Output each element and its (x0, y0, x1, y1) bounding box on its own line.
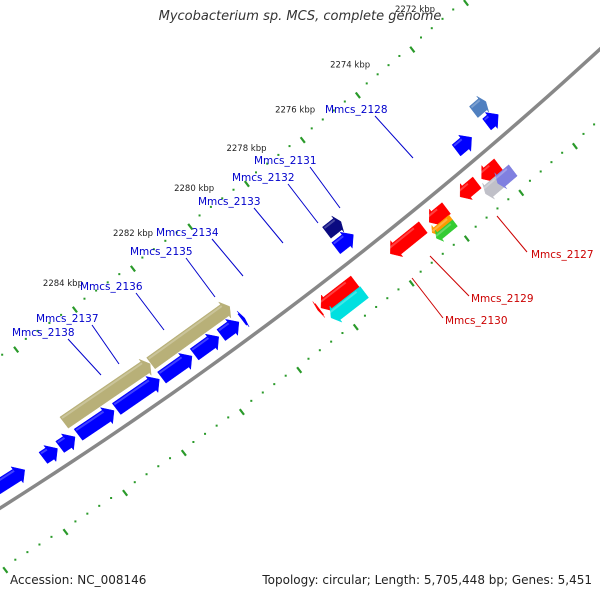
gene-label-group[interactable]: Mmcs_2128 (325, 104, 414, 159)
gene-leader-line (67, 338, 102, 376)
scale-label: 2278 kbp (226, 144, 266, 154)
lavender-gene[interactable] (494, 164, 518, 189)
steel-gene[interactable] (469, 95, 490, 118)
gene-label: Mmcs_2133 (198, 196, 261, 208)
forward-gene-11[interactable] (236, 310, 250, 328)
forward-gene-14[interactable] (482, 112, 499, 131)
gene-label-group[interactable]: Mmcs_2136 (80, 281, 165, 331)
forward-gene-6[interactable] (73, 407, 115, 441)
gene-label: Mmcs_2131 (254, 155, 317, 167)
gene-leader-line (91, 324, 120, 365)
gene-leader-line (253, 207, 284, 244)
gene-label: Mmcs_2129 (471, 293, 534, 305)
gene-label-group[interactable]: Mmcs_2131 (254, 155, 341, 209)
cyan-gene[interactable] (328, 286, 369, 323)
genome-summary-label: Topology: circular; Length: 5,705,448 bp… (262, 573, 592, 587)
scale-label: 2276 kbp (275, 105, 315, 115)
gene-label: Mmcs_2136 (80, 281, 143, 293)
gene-label: Mmcs_2132 (232, 172, 295, 184)
scale-label: 2284 kbp (43, 279, 83, 289)
reverse-gene-3[interactable] (387, 221, 428, 258)
map-title: Mycobacterium sp. MCS, complete genome (158, 9, 442, 24)
gene-label-group[interactable]: Mmcs_2138 (12, 327, 102, 376)
green-gene[interactable] (434, 219, 458, 242)
gene-leader-line (429, 255, 470, 297)
gene-leader-line (185, 257, 216, 298)
forward-gene-8[interactable] (157, 353, 193, 384)
forward-gene-7[interactable] (111, 376, 160, 415)
forward-gene-4[interactable] (38, 445, 58, 464)
reverse-scale-ring (2, 123, 596, 574)
gene-leader-line (211, 238, 244, 277)
gene-label-group[interactable]: Mmcs_2130 (411, 277, 508, 327)
gene-label-group[interactable]: Mmcs_2132 (232, 172, 319, 224)
forward-gene-5[interactable] (55, 433, 76, 453)
gene-leader-line (287, 183, 319, 224)
scale-label: 2280 kbp (174, 184, 214, 194)
dark-gene[interactable] (322, 215, 344, 239)
gene-label: Mmcs_2134 (156, 227, 219, 239)
forward-gene-10[interactable] (216, 319, 240, 341)
gene-label-group[interactable]: Mmcs_2137 (36, 313, 120, 365)
gene-label-group[interactable]: Mmcs_2134 (156, 227, 244, 277)
gene-label: Mmcs_2127 (531, 249, 594, 261)
gene-leader-line (309, 166, 341, 209)
scale-label: 2282 kbp (113, 229, 153, 239)
accession-label: Accession: NC_008146 (10, 573, 147, 587)
reverse-gene-5[interactable] (457, 176, 482, 200)
gene-leader-line (411, 277, 444, 319)
gene-label: Mmcs_2130 (445, 315, 508, 327)
forward-gene-13[interactable] (451, 134, 472, 157)
gene-label: Mmcs_2137 (36, 313, 99, 325)
gene-label-group[interactable]: Mmcs_2135 (130, 246, 216, 298)
gene-label-group[interactable]: Mmcs_2129 (429, 255, 534, 305)
forward-gene-9[interactable] (189, 333, 219, 361)
reverse-gene-1[interactable] (312, 301, 326, 318)
gene-label-group[interactable]: Mmcs_2127 (496, 215, 594, 261)
gene-leader-line (374, 115, 414, 159)
gene-label: Mmcs_2135 (130, 246, 193, 258)
forward-gene-3[interactable] (0, 466, 25, 506)
gene-leader-line (496, 215, 528, 253)
highlighted-gene-2[interactable] (146, 301, 232, 370)
highlighted-gene-1[interactable] (59, 358, 152, 429)
gene-leader-line (135, 292, 165, 331)
gene-label-group[interactable]: Mmcs_2133 (198, 196, 284, 244)
scale-label: 2274 kbp (330, 60, 370, 70)
forward-gene-12[interactable] (331, 231, 354, 255)
scale-label: 2272 kbp (395, 5, 435, 15)
forward-scale-ring (1, 0, 470, 356)
gene-label: Mmcs_2138 (12, 327, 75, 339)
gene-label: Mmcs_2128 (325, 104, 388, 116)
